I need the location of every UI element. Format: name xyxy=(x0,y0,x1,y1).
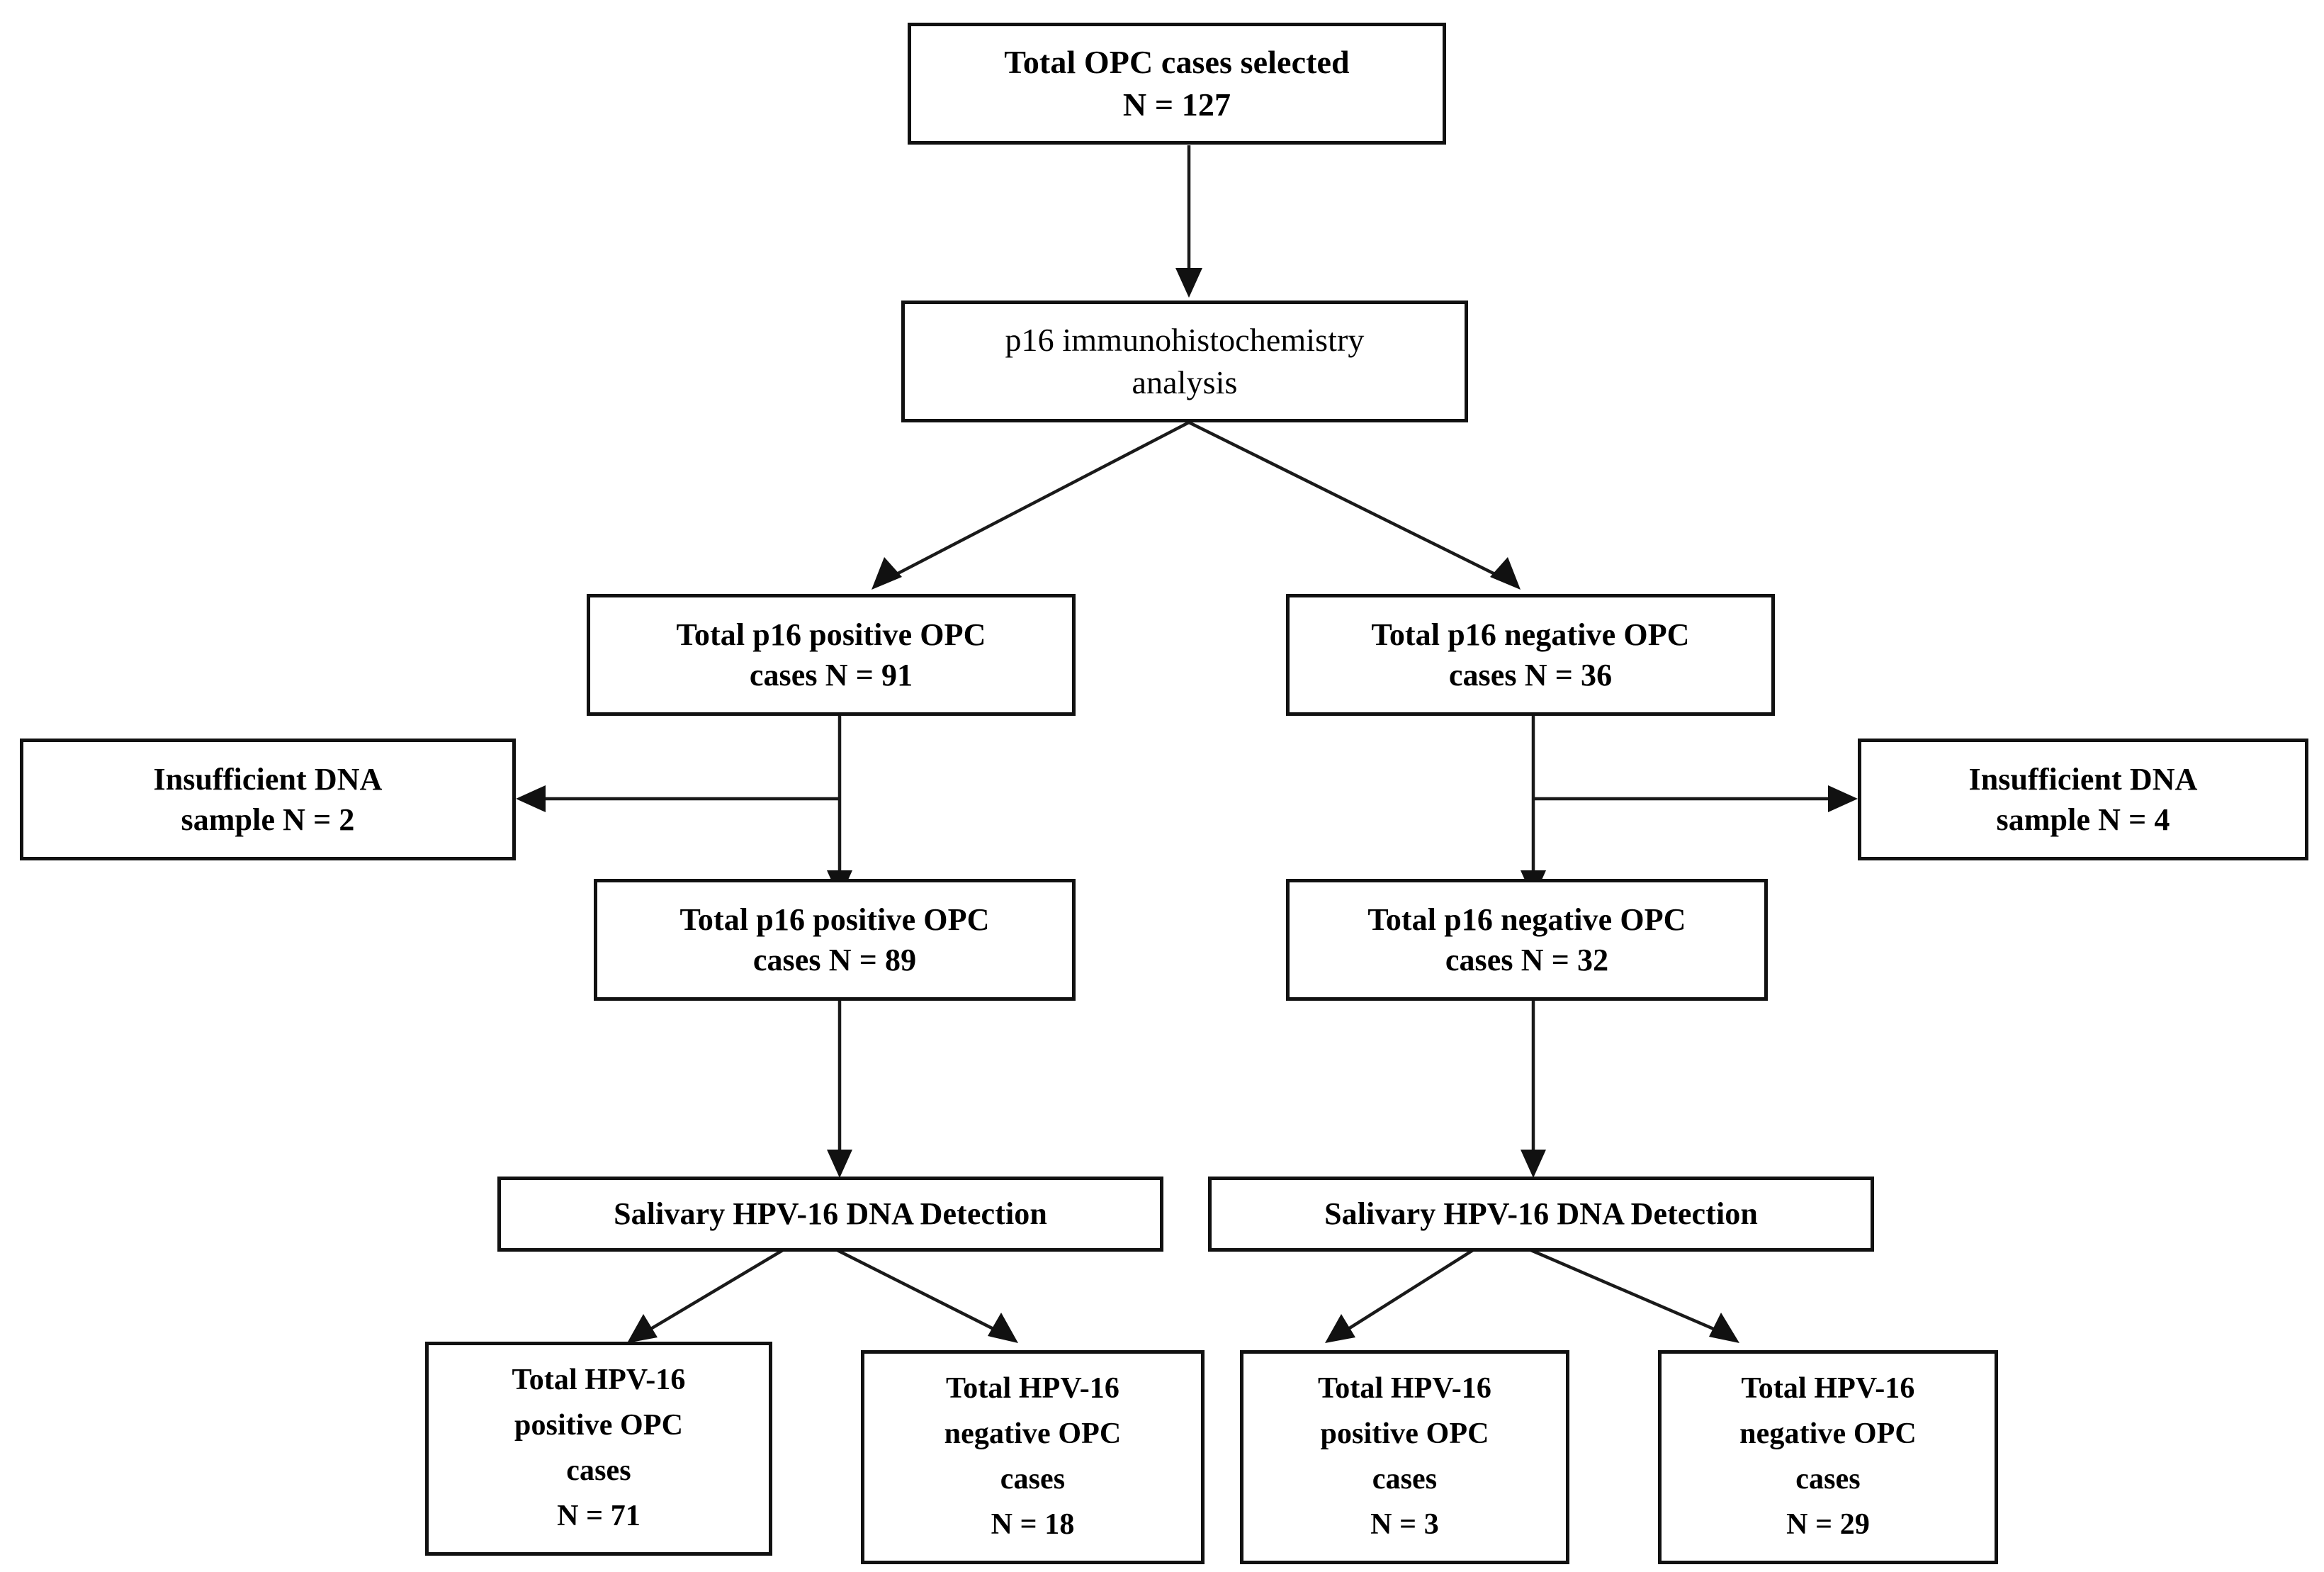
node-hpv16-positive-left-line3: cases xyxy=(566,1454,631,1487)
node-insufficient-dna-left: Insufficient DNA sample N = 2 xyxy=(20,739,516,860)
node-p16-ihc-analysis: p16 immunohistochemistry analysis xyxy=(901,301,1468,422)
arrowhead-detectionleft-to-leafpos xyxy=(627,1314,658,1343)
node-hpv16-negative-left-line3: cases xyxy=(1000,1463,1066,1495)
node-hpv16-negative-left-line4: N = 18 xyxy=(991,1508,1075,1541)
arrowhead-detectionright-to-leafpos xyxy=(1325,1314,1355,1343)
node-hpv16-positive-right-line4: N = 3 xyxy=(1370,1508,1439,1541)
node-p16-negative-initial: Total p16 negative OPC cases N = 36 xyxy=(1286,594,1775,716)
node-p16-ihc-analysis-line2: analysis xyxy=(1132,364,1238,400)
arrowhead-detectionright-to-leafneg xyxy=(1709,1313,1739,1343)
arrowhead-ihc-to-p16pos xyxy=(872,557,902,590)
arrowhead-root-to-ihc xyxy=(1175,268,1202,298)
node-hpv16-positive-right-line3: cases xyxy=(1372,1463,1438,1495)
arrowhead-ihc-to-p16neg xyxy=(1490,557,1521,590)
node-p16-positive-final-line1: Total p16 positive OPC xyxy=(679,902,990,937)
node-total-opc-cases-line1: Total OPC cases selected xyxy=(1004,44,1350,81)
node-p16-ihc-analysis-line1: p16 immunohistochemistry xyxy=(1005,322,1365,359)
node-p16-negative-final-line1: Total p16 negative OPC xyxy=(1367,902,1686,937)
node-hpv16-positive-left-line4: N = 71 xyxy=(557,1499,641,1532)
node-p16-positive-initial: Total p16 positive OPC cases N = 91 xyxy=(587,594,1076,716)
node-salivary-detection-right-line1: Salivary HPV-16 DNA Detection xyxy=(1324,1196,1758,1232)
node-salivary-detection-right: Salivary HPV-16 DNA Detection xyxy=(1208,1177,1874,1252)
node-p16-positive-initial-line2: cases N = 91 xyxy=(749,658,913,692)
node-p16-positive-final: Total p16 positive OPC cases N = 89 xyxy=(594,879,1076,1001)
node-hpv16-negative-left-line2: negative OPC xyxy=(944,1417,1122,1451)
node-p16-positive-initial-line1: Total p16 positive OPC xyxy=(676,617,986,652)
node-hpv16-positive-right-line2: positive OPC xyxy=(1320,1417,1489,1451)
node-hpv16-positive-left: Total HPV-16 positive OPC cases N = 71 xyxy=(425,1342,772,1556)
node-hpv16-negative-right: Total HPV-16 negative OPC cases N = 29 xyxy=(1658,1350,1998,1564)
node-salivary-detection-left: Salivary HPV-16 DNA Detection xyxy=(497,1177,1163,1252)
node-hpv16-negative-right-line2: negative OPC xyxy=(1739,1417,1917,1451)
node-total-opc-cases: Total OPC cases selected N = 127 xyxy=(908,23,1446,145)
node-hpv16-positive-right-line1: Total HPV-16 xyxy=(1317,1372,1492,1405)
node-p16-negative-final: Total p16 negative OPC cases N = 32 xyxy=(1286,879,1768,1001)
arrowhead-detectionleft-to-leafneg xyxy=(988,1313,1018,1343)
node-insufficient-dna-left-line1: Insufficient DNA xyxy=(153,761,383,797)
node-p16-negative-initial-line1: Total p16 negative OPC xyxy=(1371,617,1690,652)
node-hpv16-positive-left-line1: Total HPV-16 xyxy=(512,1364,686,1397)
node-hpv16-negative-left-line1: Total HPV-16 xyxy=(945,1372,1120,1405)
arrowhead-p16negfinal-to-detection xyxy=(1521,1150,1546,1178)
node-insufficient-dna-right: Insufficient DNA sample N = 4 xyxy=(1858,739,2308,860)
edge-ihc-to-p16neg xyxy=(1188,420,1507,582)
node-p16-negative-initial-line2: cases N = 36 xyxy=(1448,658,1613,692)
node-insufficient-dna-right-line1: Insufficient DNA xyxy=(1968,761,2198,797)
arrowhead-insufficient-left xyxy=(516,785,546,812)
node-hpv16-negative-right-line3: cases xyxy=(1795,1463,1861,1495)
arrowhead-p16posfinal-to-detection xyxy=(827,1150,852,1178)
node-total-opc-cases-line2: N = 127 xyxy=(1122,86,1231,123)
node-hpv16-positive-right: Total HPV-16 positive OPC cases N = 3 xyxy=(1240,1350,1569,1564)
node-hpv16-negative-left: Total HPV-16 negative OPC cases N = 18 xyxy=(861,1350,1205,1564)
arrowhead-insufficient-right xyxy=(1828,785,1858,812)
node-p16-positive-final-line2: cases N = 89 xyxy=(752,943,917,977)
node-insufficient-dna-right-line2: sample N = 4 xyxy=(1996,802,2170,837)
node-insufficient-dna-left-line2: sample N = 2 xyxy=(181,802,355,837)
edge-ihc-to-p16pos xyxy=(884,421,1190,581)
node-salivary-detection-left-line1: Salivary HPV-16 DNA Detection xyxy=(614,1196,1047,1232)
node-hpv16-negative-right-line4: N = 29 xyxy=(1786,1508,1870,1541)
node-hpv16-negative-right-line1: Total HPV-16 xyxy=(1741,1372,1915,1405)
node-hpv16-positive-left-line2: positive OPC xyxy=(514,1409,684,1442)
node-p16-negative-final-line2: cases N = 32 xyxy=(1445,943,1609,977)
